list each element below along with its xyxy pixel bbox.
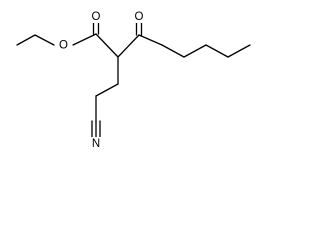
ester-carbonyl-oxygen-label: O <box>92 11 101 23</box>
bond-ethyl-ch2-o <box>34 34 55 46</box>
atom-nitrile-nitrogen: N <box>89 137 103 151</box>
bond-pentyl-5 <box>227 44 251 58</box>
bond-pentyl-1 <box>138 34 163 46</box>
atom-ester-carbonyl-oxygen: O <box>90 11 102 23</box>
bond-pentyl-3 <box>183 44 207 58</box>
bond-ch2-ch2 <box>95 83 119 97</box>
bond-ester-o-carbonyl-c <box>72 33 97 46</box>
bond-ethyl-ch3-ch2 <box>16 34 36 46</box>
atom-ketone-oxygen: O <box>133 11 145 23</box>
bond-alpha-c-ketone-c <box>117 34 140 58</box>
ketone-oxygen-label: O <box>135 11 144 23</box>
chemical-structure-diagram: O O O N <box>16 11 251 151</box>
bond-pentyl-4 <box>205 44 229 58</box>
bond-carbonyl-c-alpha-c <box>95 33 119 58</box>
ester-oxygen-label: O <box>59 40 68 52</box>
bond-pentyl-2 <box>161 44 185 58</box>
nitrile-nitrogen-label: N <box>92 138 100 150</box>
atom-ester-oxygen: O <box>57 39 70 52</box>
